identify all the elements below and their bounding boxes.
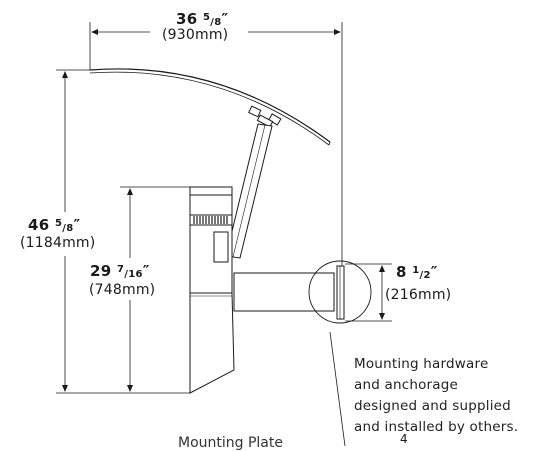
height-total-num: 5 <box>55 218 63 229</box>
width-imperial-num: 5 <box>203 12 211 23</box>
height-body-main: 29 <box>90 262 112 280</box>
arrow-height-total-bottom <box>62 385 68 392</box>
height-total-slash: / <box>62 223 67 234</box>
wall-arm <box>233 272 335 312</box>
width-imperial-main: 36 <box>176 10 198 28</box>
height-body-metric-label: (748mm) <box>89 282 156 298</box>
arrow-height-body-top <box>127 188 133 195</box>
note-line-1: Mounting hardware <box>354 356 489 372</box>
arrow-height-body-bottom <box>127 385 133 392</box>
plate-main: 8 <box>396 263 407 281</box>
arrow-heads <box>62 29 385 392</box>
arrow-width-left <box>91 29 98 35</box>
mounting-plate-label: Mounting Plate <box>178 435 283 451</box>
arrow-plate-top <box>379 265 385 272</box>
height-total-unit: ″ <box>73 216 81 234</box>
callout-leader <box>329 331 346 446</box>
plate-slash: / <box>419 270 424 281</box>
height-body-den: 16 <box>128 269 143 280</box>
callout-marker: 4 <box>400 432 408 446</box>
height-total-den: 8 <box>66 223 74 234</box>
plate-num: 1 <box>412 265 420 276</box>
arrow-plate-bottom <box>379 313 385 320</box>
height-total-imperial-label: 46 5/8″ <box>28 216 81 234</box>
width-imperial-label: 36 5/8″ <box>176 10 229 28</box>
note-line-4: and installed by others. <box>354 419 519 435</box>
width-imperial-den: 8 <box>214 17 222 28</box>
height-body-slash: / <box>124 269 129 280</box>
width-imperial-unit: ″ <box>221 10 229 28</box>
mounting-plate-detail <box>308 260 372 324</box>
plate-unit: ″ <box>430 263 438 281</box>
width-metric-label: (930mm) <box>162 27 229 43</box>
lamp-body <box>189 186 235 394</box>
plate-den: 2 <box>423 270 431 281</box>
note-line-2: and anchorage <box>354 377 459 393</box>
canopy <box>89 68 331 146</box>
plate-imperial-label: 8 1/2″ <box>396 263 438 281</box>
height-body-num: 7 <box>117 264 125 275</box>
plate-metric-label: (216mm) <box>385 287 452 303</box>
arrow-width-right <box>334 29 341 35</box>
width-imperial-slash: / <box>210 17 215 28</box>
arrow-height-total-top <box>62 71 68 78</box>
mounting-note: Mounting hardware and anchorage designed… <box>354 354 518 438</box>
support-arm <box>225 123 273 259</box>
height-total-metric-label: (1184mm) <box>20 235 96 251</box>
height-body-unit: ″ <box>142 262 150 280</box>
height-body-imperial-label: 29 7/16″ <box>90 262 150 280</box>
note-line-3: designed and supplied <box>354 398 511 414</box>
height-total-main: 46 <box>28 216 50 234</box>
